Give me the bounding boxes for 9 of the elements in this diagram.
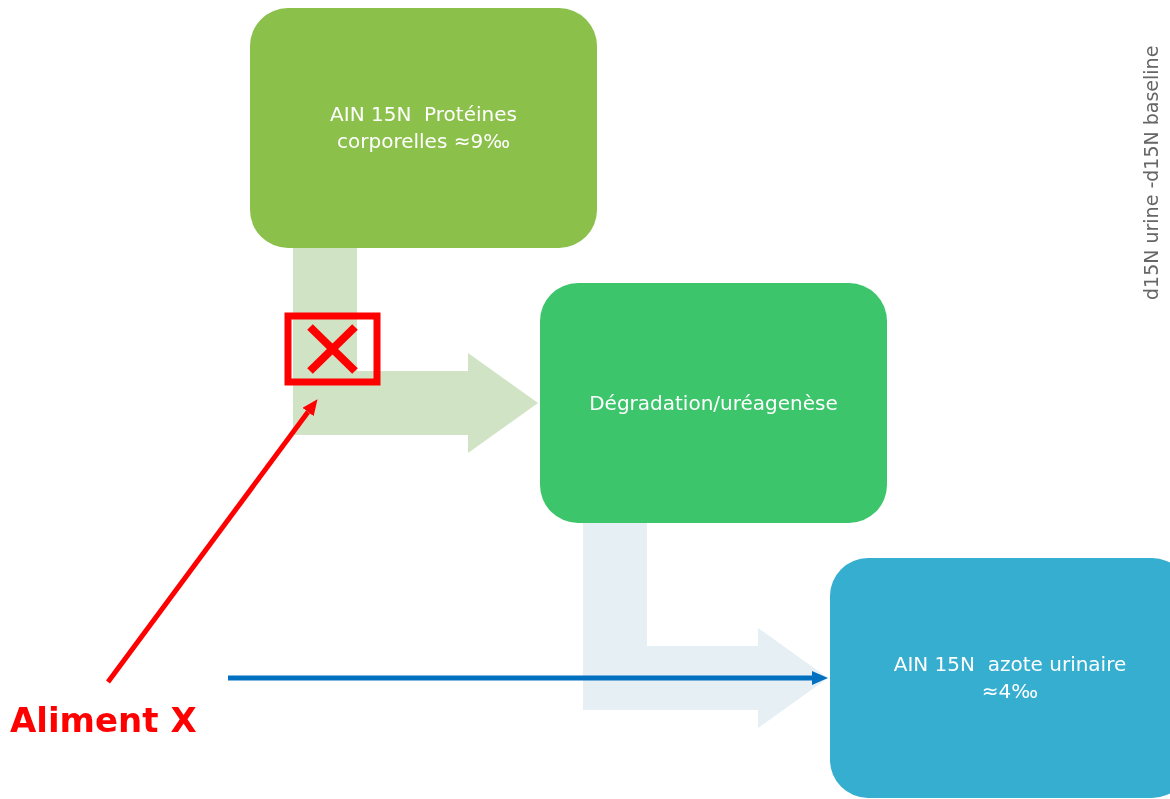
- process-box: AIN 15N azote urinaire ≈4‰: [830, 558, 1170, 798]
- block-arrow: [293, 248, 538, 453]
- axis-note: d15N urine -d15N baseline: [1140, 45, 1162, 300]
- arrow: [228, 671, 828, 685]
- block-arrow: [583, 523, 828, 728]
- arrow: [106, 399, 318, 684]
- process-box: Dégradation/uréagenèse: [540, 283, 887, 523]
- process-box: AIN 15N Protéines corporelles ≈9‰: [250, 8, 597, 248]
- text-label: Aliment X: [10, 690, 197, 750]
